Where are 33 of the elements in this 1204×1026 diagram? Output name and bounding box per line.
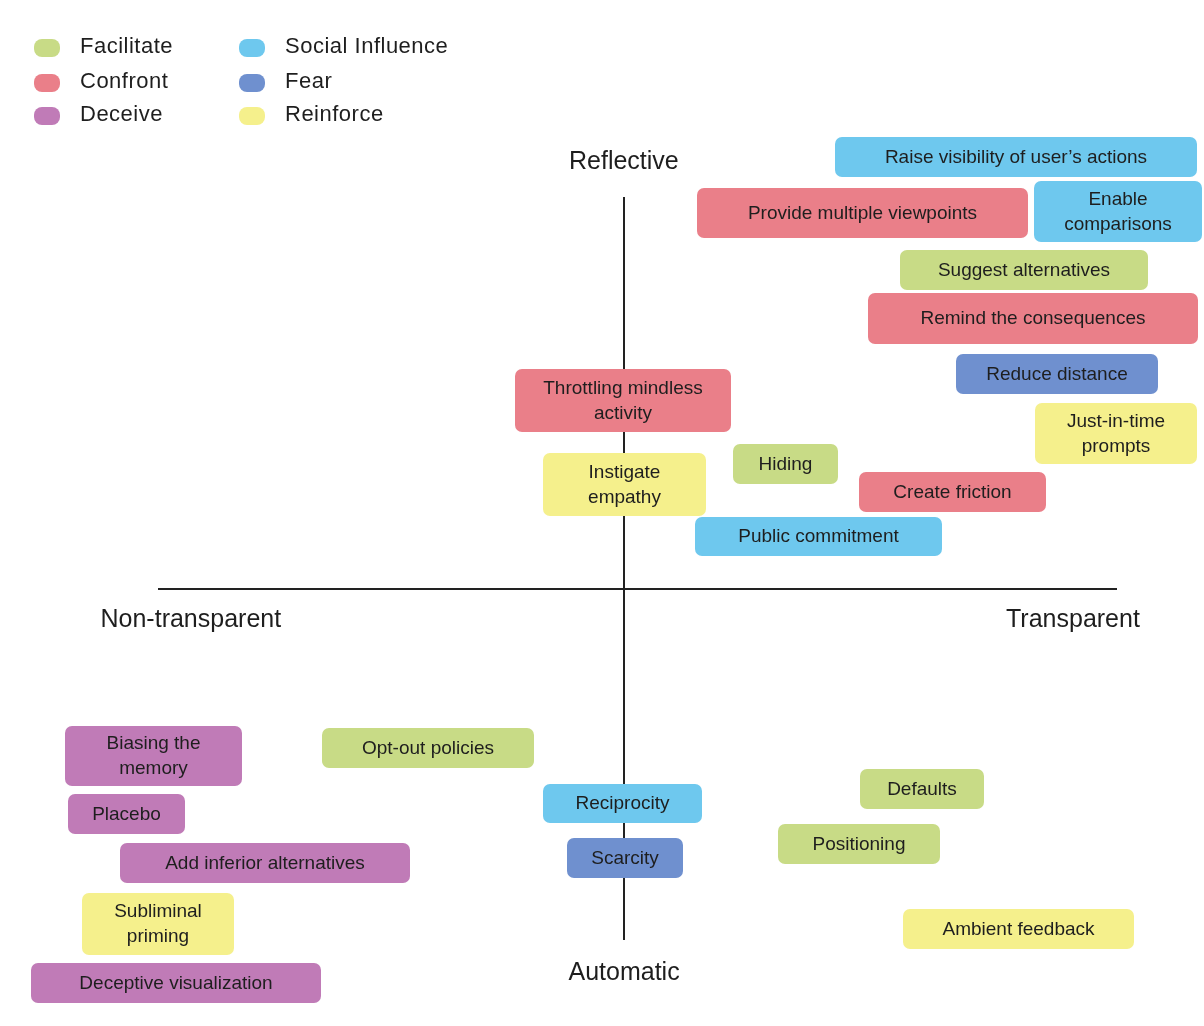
- legend-text: Deceive: [80, 101, 163, 127]
- strategy-tag: Raise visibility of user’s actions: [835, 137, 1197, 177]
- strategy-tag: Opt-out policies: [322, 728, 534, 768]
- axis-label-right: Transparent: [1006, 604, 1140, 633]
- strategy-tag: Public commitment: [695, 517, 942, 556]
- strategy-tag: Reciprocity: [543, 784, 702, 823]
- strategy-tag: Subliminal priming: [82, 893, 234, 955]
- strategy-tag: Instigate empathy: [543, 453, 706, 516]
- strategy-tag: Defaults: [860, 769, 984, 809]
- strategy-tag: Hiding: [733, 444, 838, 484]
- strategy-tag: Create friction: [859, 472, 1046, 512]
- axis-label-bottom: Automatic: [568, 957, 680, 986]
- legend-text: Facilitate: [80, 33, 174, 59]
- strategy-tag: Throttling mindless activity: [515, 369, 731, 432]
- strategy-tag: Deceptive visualization: [31, 963, 321, 1003]
- legend-text: Reinforce: [285, 101, 384, 127]
- strategy-tag: Add inferior alternatives: [120, 843, 410, 883]
- axis-label-left: Non-transparent: [100, 604, 282, 633]
- strategy-tag: Remind the consequences: [868, 293, 1198, 344]
- legend-text: Fear: [285, 68, 333, 94]
- strategy-tag: Ambient feedback: [903, 909, 1134, 949]
- axis-label-top: Reflective: [569, 146, 679, 175]
- strategy-tag: Placebo: [68, 794, 185, 834]
- strategy-tag: Just-in-time prompts: [1035, 403, 1197, 464]
- strategy-tag: Scarcity: [567, 838, 683, 878]
- strategy-tag: Positioning: [778, 824, 940, 864]
- legend-text: Confront: [80, 68, 169, 94]
- strategy-tag: Provide multiple viewpoints: [697, 188, 1028, 238]
- strategy-tag: Enable comparisons: [1034, 181, 1202, 242]
- legend-text: Social Influence: [285, 33, 449, 59]
- strategy-tag: Reduce distance: [956, 354, 1158, 394]
- strategy-tag: Biasing the memory: [65, 726, 242, 786]
- strategy-tag: Suggest alternatives: [900, 250, 1148, 290]
